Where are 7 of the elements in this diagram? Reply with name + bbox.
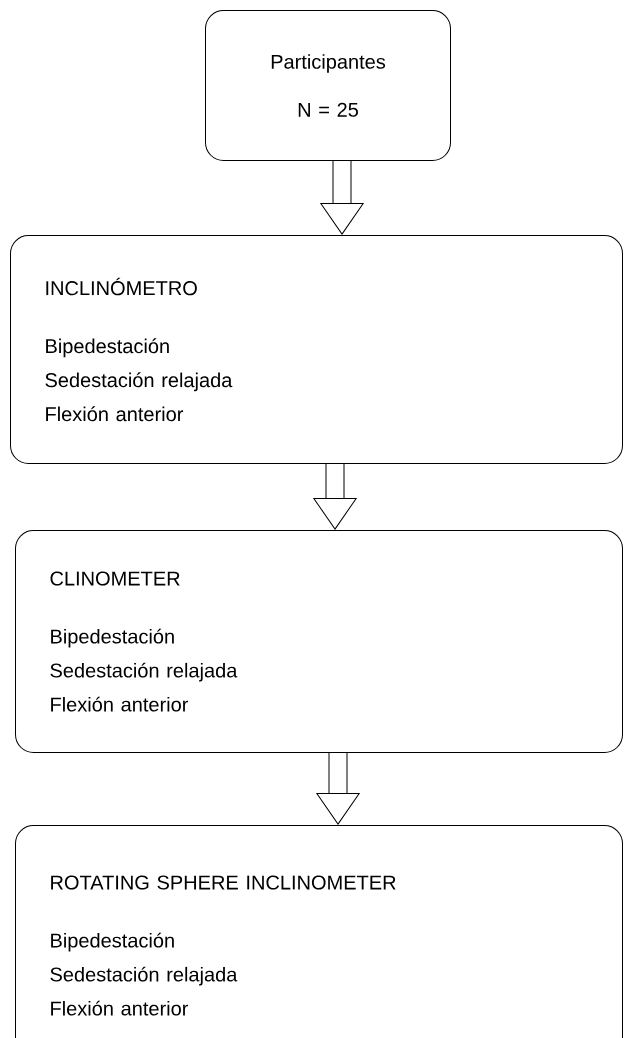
hollow-arrow [320, 161, 364, 235]
process-box: INCLINÓMETRO Bipedestación Sedestación relajada Flexión anterior [10, 235, 623, 464]
hollow-arrow [316, 753, 360, 825]
process-box: ROTATING SPHERE INCLINOMETER Bipedestación Sedestación relajada Flexión anterior [15, 825, 623, 1038]
process-box: CLINOMETER Bipedestación Sedestación relajada Flexión anterior [15, 530, 623, 753]
hollow-arrow [313, 464, 357, 530]
start-box: Participantes N = 25 [205, 10, 451, 161]
